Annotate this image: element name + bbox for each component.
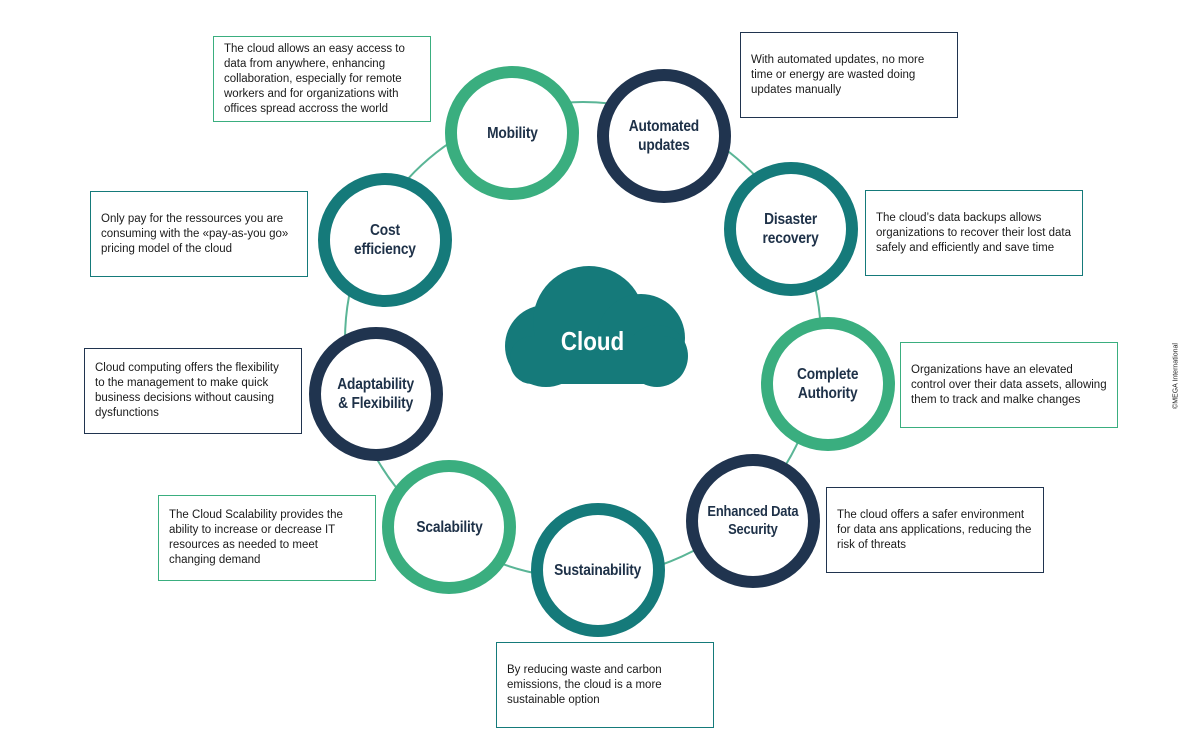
description-box-scalability: The Cloud Scalability provides the abili…	[158, 495, 376, 581]
node-label: Adaptability & Flexibility	[337, 376, 415, 412]
description-text: Organizations have an elevated control o…	[911, 363, 1107, 406]
node-sustainability: Sustainability	[531, 503, 665, 637]
description-text: The cloud’s data backups allows organiza…	[876, 211, 1071, 254]
node-label: Automated updates	[628, 118, 700, 154]
node-label: Complete Authority	[797, 366, 859, 402]
cloud-title: Cloud	[560, 326, 625, 356]
node-mobility: Mobility	[445, 66, 579, 200]
description-text: By reducing waste and carbon emissions, …	[507, 663, 662, 706]
description-box-enhanced-data-security: The cloud offers a safer environment for…	[826, 487, 1044, 573]
description-box-automated-updates: With automated updates, no more time or …	[740, 32, 958, 118]
description-text: The Cloud Scalability provides the abili…	[169, 509, 343, 566]
description-text: Only pay for the ressources you are cons…	[101, 212, 289, 255]
node-label: Mobility	[486, 124, 538, 142]
description-text: The cloud offers a safer environment for…	[837, 508, 1032, 551]
node-automated-updates: Automated updates	[597, 69, 731, 203]
node-label: Scalability	[415, 518, 483, 536]
description-box-cost-efficiency: Only pay for the ressources you are cons…	[90, 191, 308, 277]
node-enhanced-data-security: Enhanced Data Security	[686, 454, 820, 588]
node-cost-efficiency: Cost efficiency	[318, 173, 452, 307]
description-box-mobility: The cloud allows an easy access to data …	[213, 36, 431, 122]
copyright-text: ©MEGA International	[1172, 343, 1180, 409]
cloud-icon	[505, 266, 688, 387]
node-disaster-recovery: Disaster recovery	[724, 162, 858, 296]
node-label: Enhanced Data Security	[707, 503, 799, 538]
description-box-sustainability: By reducing waste and carbon emissions, …	[496, 642, 714, 728]
description-box-complete-authority: Organizations have an elevated control o…	[900, 342, 1118, 428]
node-adaptability-flexibility: Adaptability & Flexibility	[309, 327, 443, 461]
node-scalability: Scalability	[382, 460, 516, 594]
description-text: Cloud computing offers the flexibility t…	[95, 362, 279, 419]
description-text: The cloud allows an easy access to data …	[224, 42, 405, 115]
node-label: Disaster recovery	[762, 211, 820, 247]
description-box-disaster-recovery: The cloud’s data backups allows organiza…	[865, 190, 1083, 276]
description-text: With automated updates, no more time or …	[751, 53, 925, 96]
node-complete-authority: Complete Authority	[761, 317, 895, 451]
node-label: Cost efficiency	[354, 222, 416, 258]
description-box-adaptability-flexibility: Cloud computing offers the flexibility t…	[84, 348, 302, 434]
node-label: Sustainability	[554, 561, 642, 579]
